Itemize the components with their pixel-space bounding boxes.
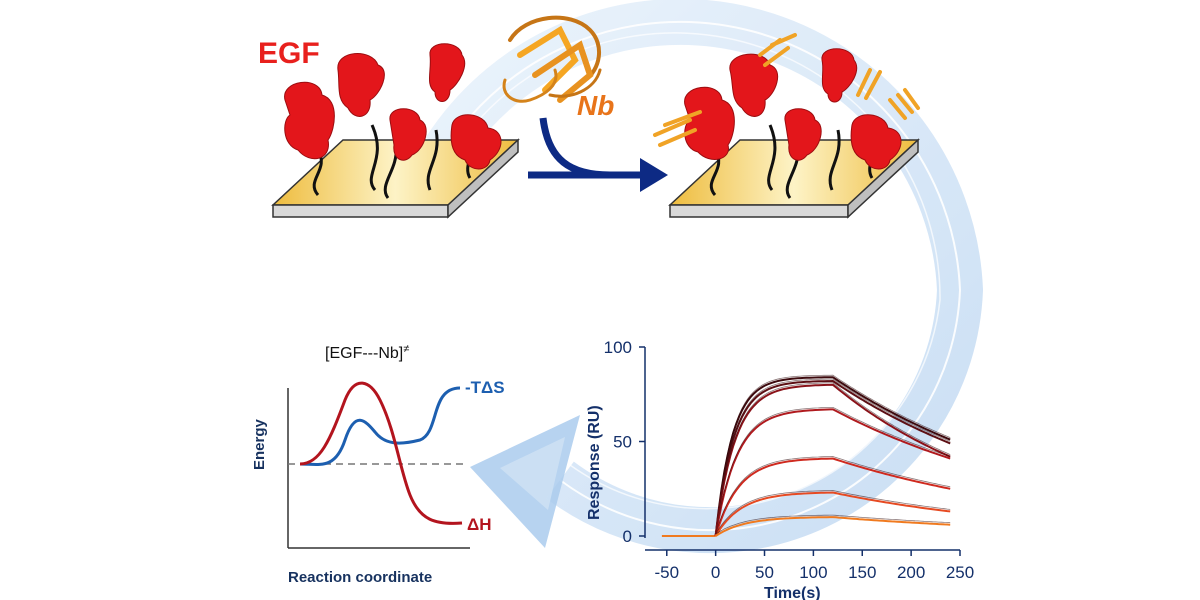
sensorgram-trace (714, 383, 951, 537)
fit-trace (715, 407, 951, 535)
transition-state-label: [EGF---Nb] (325, 345, 403, 362)
nanobody-ribbon-icon (502, 15, 602, 103)
x-tick-label: 200 (897, 563, 925, 582)
binding-arrow-icon (528, 117, 668, 192)
fit-trace (715, 490, 951, 535)
sensorgram-trace (714, 408, 951, 537)
x-tick-label: 150 (848, 563, 876, 582)
x-tick-label: 0 (711, 563, 720, 582)
sensorgram-trace (715, 516, 951, 537)
y-tick-label: 0 (623, 527, 632, 546)
x-tick-label: 100 (799, 563, 827, 582)
egf-label: EGF (258, 37, 320, 70)
y-axis-title: Response (RU) (586, 405, 603, 520)
sensor-chip-right (653, 33, 920, 219)
sensorgram-trace (714, 491, 951, 537)
sensorgram-chart: -50 0 50 100 150 200 250 0 50 100 Response (RU) T… (586, 338, 974, 600)
sensorgram-trace (714, 457, 951, 537)
y-tick-label: 50 (613, 433, 632, 452)
x-tick-label: 250 (946, 563, 974, 582)
enthalpy-term-label: ΔH (467, 515, 492, 534)
egf-protein-icon (284, 43, 502, 170)
entropy-curve (299, 386, 461, 466)
cycle-arrow-icon (425, 0, 984, 554)
nb-label: Nb (577, 90, 614, 121)
fit-trace (715, 378, 951, 535)
fit-trace (715, 456, 951, 535)
energy-axis-label: Energy (251, 418, 268, 470)
nanobody-ribbon-icon (653, 33, 920, 147)
transition-state-mark: ≠ (403, 343, 409, 355)
energy-diagram: [EGF---Nb]≠ -TΔS ΔH Energy Reaction coor… (251, 343, 505, 586)
fit-trace (715, 514, 951, 535)
x-tick-label: 50 (755, 563, 774, 582)
fit-trace (715, 382, 951, 535)
svg-text:[EGF---Nb]≠: [EGF---Nb]≠ (325, 343, 409, 362)
egf-protein-icon (684, 48, 902, 170)
enthalpy-curve (299, 381, 463, 525)
sensorgram-trace (714, 376, 951, 537)
x-tick-label: -50 (654, 563, 679, 582)
reaction-axis-label: Reaction coordinate (288, 569, 432, 586)
entropy-term-label: -TΔS (465, 378, 505, 397)
x-axis-title: Time(s) (764, 585, 821, 600)
y-tick-label: 100 (604, 338, 632, 357)
sensor-chip-left: EGF (258, 37, 520, 219)
sensorgram-trace (714, 379, 951, 537)
fit-trace (715, 374, 951, 535)
